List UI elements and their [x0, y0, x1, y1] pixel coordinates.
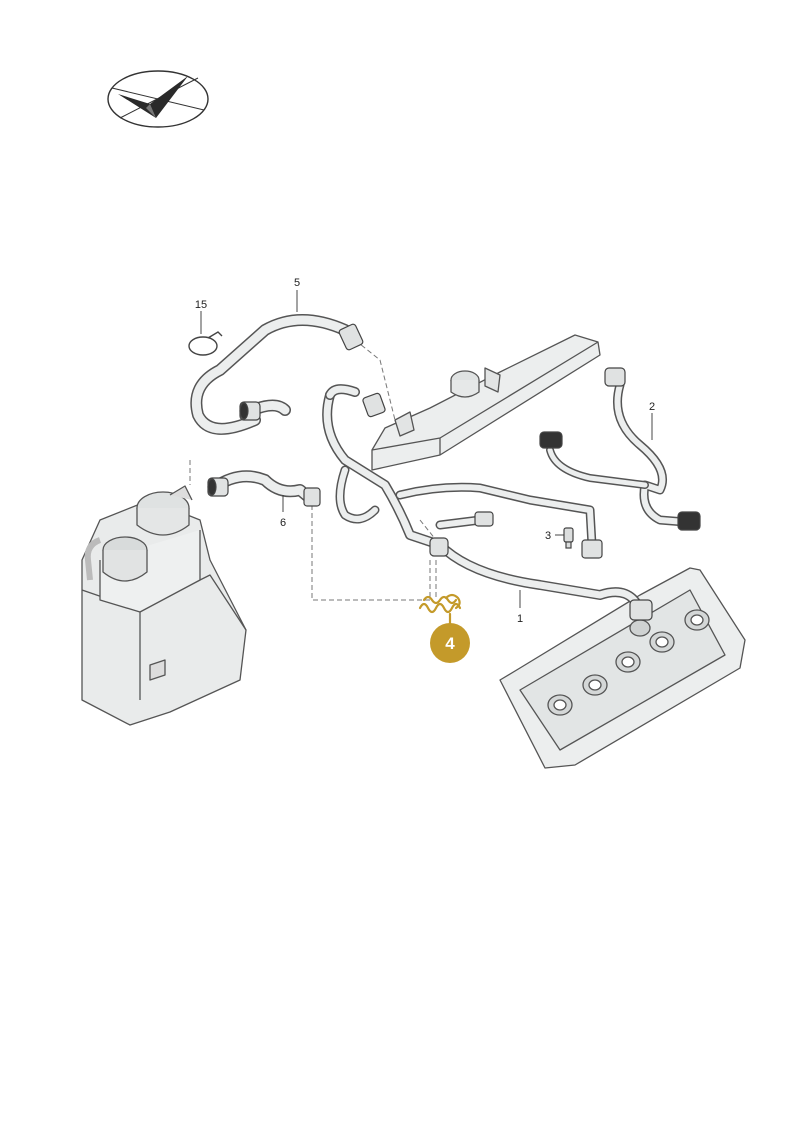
connectors — [207, 323, 701, 621]
hose-6 — [209, 470, 318, 506]
hose-2 — [546, 380, 690, 527]
callout-1: 1 — [517, 613, 523, 625]
leader-lines — [189, 339, 441, 601]
callout-leaders — [200, 290, 653, 608]
callout-15: 15 — [195, 299, 207, 311]
highlight-badge-label: 4 — [445, 634, 455, 653]
oil-tank — [81, 485, 247, 726]
callout-3: 3 — [545, 530, 551, 542]
callout-2: 2 — [649, 401, 655, 413]
screw-3 — [563, 527, 574, 549]
check-mark-logo-icon — [107, 70, 209, 128]
callout-5: 5 — [294, 277, 300, 289]
clamp-15 — [188, 331, 223, 356]
hoses — [190, 314, 690, 615]
valve-cover — [499, 567, 746, 769]
callout-6: 6 — [280, 517, 286, 529]
intake-rail — [371, 334, 601, 471]
highlight-badge-4[interactable]: 4 — [430, 623, 470, 663]
